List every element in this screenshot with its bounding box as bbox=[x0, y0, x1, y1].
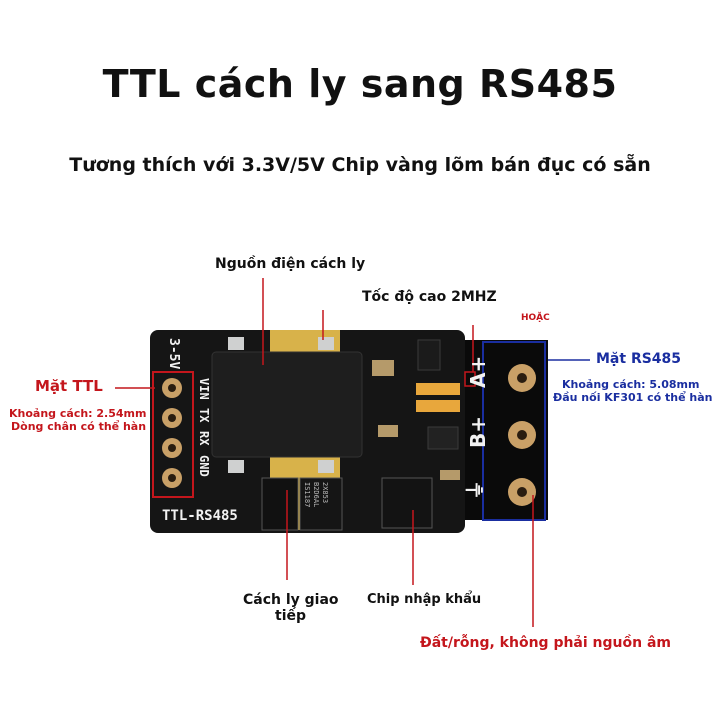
rs485-terminal-label: Đầu nối KF301 có thể hàn bbox=[553, 391, 713, 404]
chip-marking: B2D6AL bbox=[312, 482, 320, 507]
chip-marking: IS1187 bbox=[303, 482, 311, 507]
ttl-spacing-label: Khoảng cách: 2.54mm bbox=[9, 407, 147, 420]
page-subtitle: Tương thích với 3.3V/5V Chip vàng lõm bá… bbox=[69, 154, 651, 176]
imported-chip bbox=[381, 477, 433, 529]
ttl-pins-label: Dòng chân có thể hàn bbox=[11, 420, 147, 433]
isolation-label-line1: Cách ly giao bbox=[243, 592, 339, 608]
high-speed-label: Tốc độ cao 2MHZ bbox=[362, 289, 497, 305]
rs485-highlight-box bbox=[482, 341, 546, 521]
ttl-side-label: Mặt TTL bbox=[35, 377, 103, 395]
isolated-power-module bbox=[211, 351, 363, 458]
ttl-pin-label: RX bbox=[197, 431, 211, 446]
page-title: TTL cách ly sang RS485 bbox=[102, 62, 618, 106]
ttl-pin-label: GND bbox=[197, 455, 211, 477]
rs485-pin-label: B+ bbox=[466, 416, 490, 448]
ttl-pin-label: TX bbox=[197, 408, 211, 423]
ttl-highlight-box bbox=[152, 371, 194, 498]
board-voltage: 3-5V bbox=[166, 338, 181, 369]
ground-note-label: Đất/rỗng, không phải nguồn âm bbox=[420, 635, 672, 651]
rs485-pin-label: A+ bbox=[466, 356, 490, 388]
isolated-power-label: Nguồn điện cách ly bbox=[215, 256, 366, 272]
rs485-side-label: Mặt RS485 bbox=[596, 351, 682, 367]
or-label: HOẶC bbox=[521, 313, 550, 323]
isolation-label-line2: tiếp bbox=[275, 608, 307, 624]
smd-resistor bbox=[416, 400, 460, 412]
smd-resistor bbox=[416, 383, 460, 395]
chip-marking: 2X853 bbox=[321, 482, 329, 503]
board-label: TTL-RS485 bbox=[162, 508, 238, 524]
rs485-spacing-label: Khoảng cách: 5.08mm bbox=[562, 378, 700, 391]
isolation-chip bbox=[261, 477, 299, 531]
ttl-pin-label: VIN bbox=[197, 378, 211, 400]
isolation-chip-body bbox=[299, 477, 343, 531]
imported-chip-label: Chip nhập khẩu bbox=[367, 592, 482, 607]
rs485-pin-label: ⏚ bbox=[463, 480, 487, 500]
